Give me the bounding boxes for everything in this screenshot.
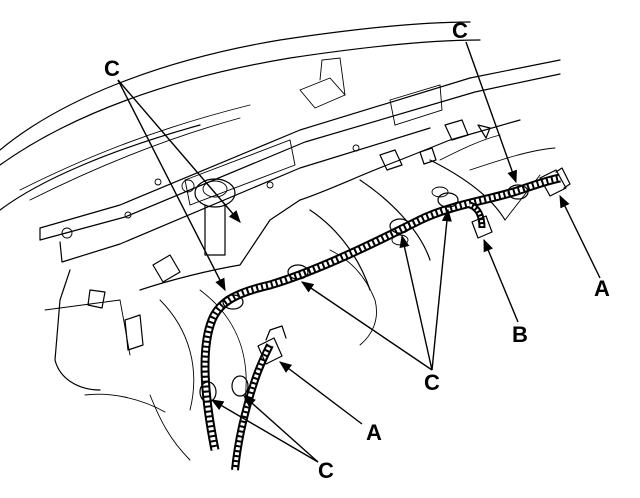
callout-a-right: A: [594, 276, 610, 301]
harness-connectors: [257, 167, 571, 365]
cowl-panel: [39, 57, 561, 263]
callout-b: B: [512, 322, 528, 347]
callout-c-top-left: C: [104, 56, 120, 81]
callout-a-lower: A: [366, 420, 382, 445]
callout-c-top-right: C: [452, 18, 468, 43]
wire-harness: [200, 173, 561, 471]
connector-brackets: [87, 119, 491, 351]
harness-clips: [199, 184, 529, 403]
engine-body: [44, 119, 556, 461]
leader-lines: [117, 41, 601, 463]
callout-c-bottom: C: [318, 458, 334, 483]
hood-outline: [0, 21, 481, 211]
oil-filler-cap: [181, 178, 236, 256]
callout-c-middle: C: [424, 370, 440, 395]
